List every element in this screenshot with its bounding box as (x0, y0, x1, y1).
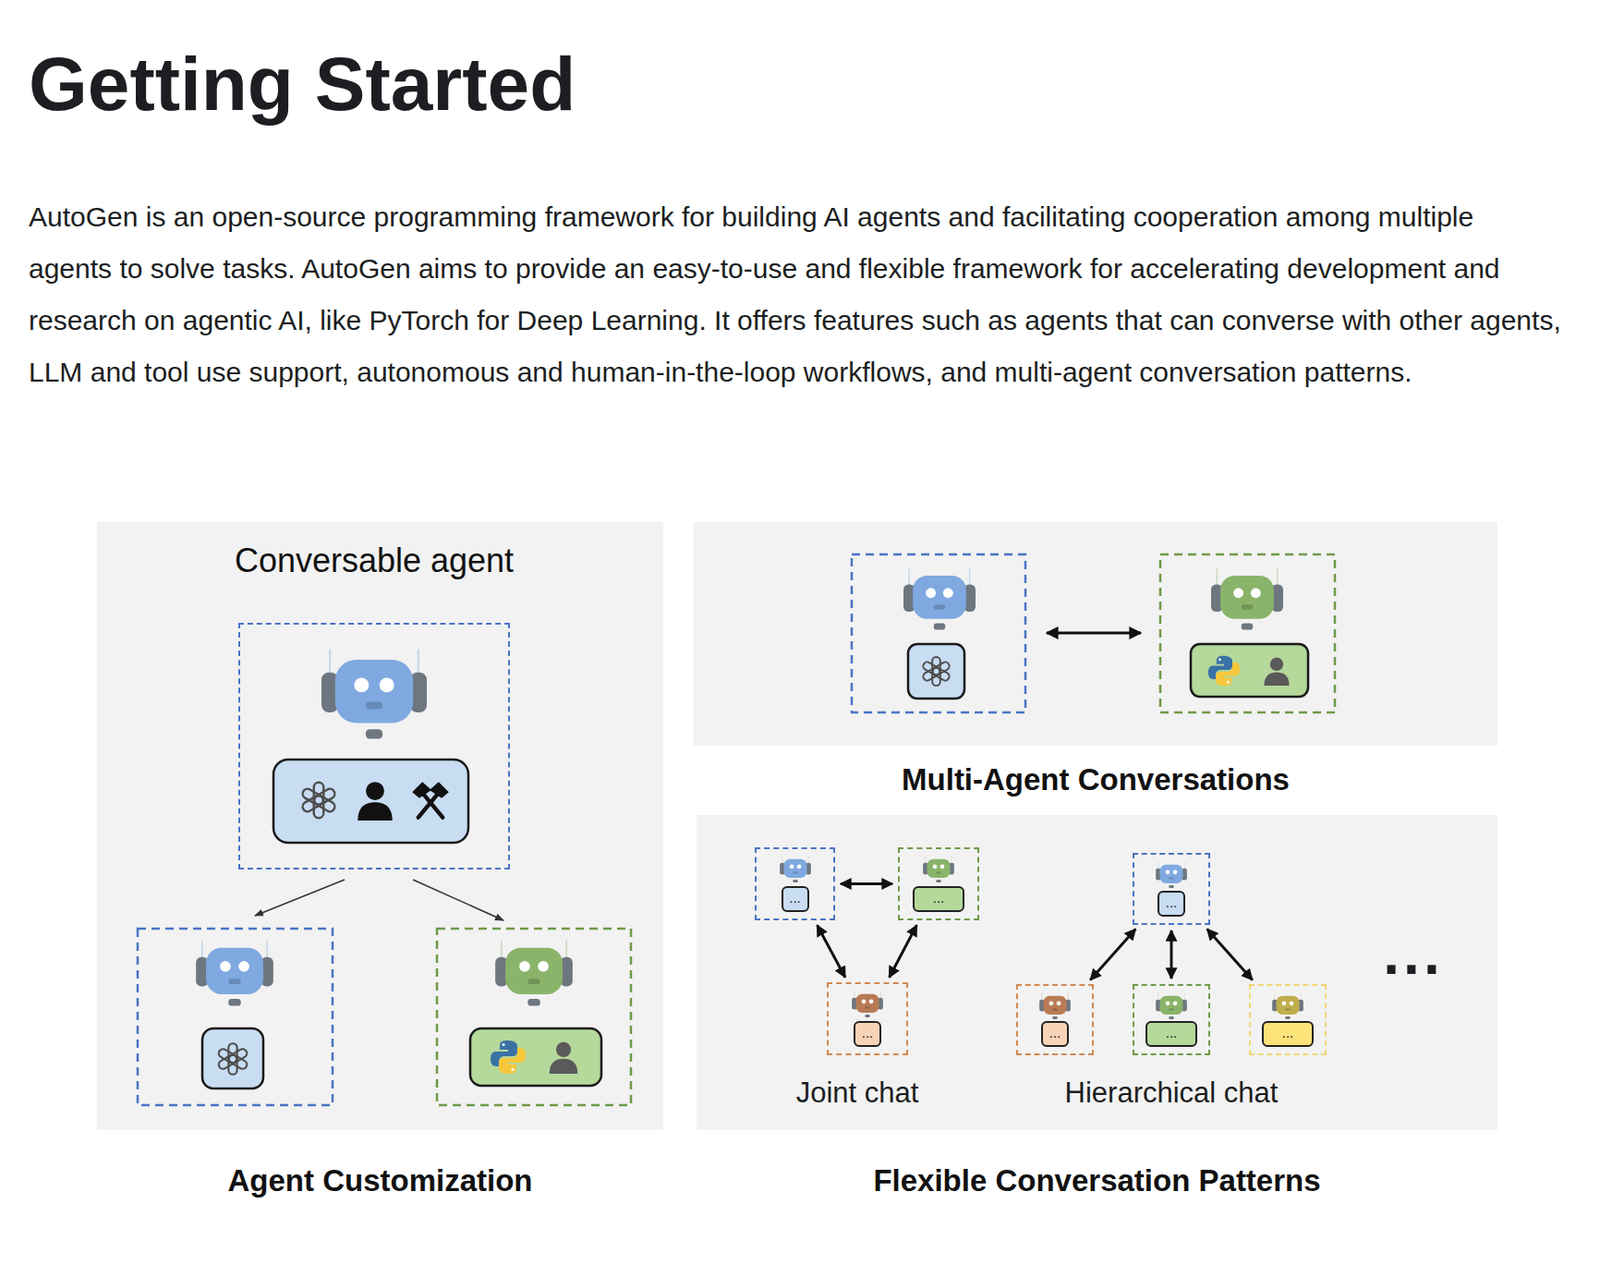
text-slot: ... (756, 885, 834, 912)
agent-box: ... (897, 847, 980, 921)
agent-heading: Conversable agent (234, 540, 514, 582)
message-chip: ... (1145, 1020, 1198, 1047)
pattern-label: Joint chat (796, 1076, 920, 1110)
text-slot: ... (1250, 1020, 1325, 1047)
agent-box: ... (826, 981, 909, 1055)
message-chip: ... (912, 885, 965, 912)
message-chip: ... (781, 885, 810, 912)
text-slot: Multi-Agent Conversations (509, 760, 1600, 799)
agent-box: ... (1248, 983, 1327, 1055)
agent-box: Conversable agent (238, 622, 510, 870)
text-slot: ... (828, 1020, 907, 1047)
label-slot: AutoGen is an open-source programming fr… (28, 191, 1563, 399)
text-slot: Flexible Conversation Patterns (511, 1161, 1600, 1200)
panel-caption: Agent Customization (228, 1161, 534, 1200)
text-slot: ... (899, 885, 978, 912)
ellipsis-mark: ... (1382, 923, 1443, 983)
agent-box: ... (1132, 852, 1211, 925)
agent-box: ... (754, 847, 836, 921)
message-chip: ... (1261, 1020, 1314, 1047)
message-chip: ... (853, 1020, 882, 1047)
message-chip: ... (1157, 890, 1186, 917)
section-panel: Conversable agentAgent Customization (96, 521, 664, 1130)
text-slot: ... (1134, 1020, 1209, 1047)
message-chip: ... (1041, 1020, 1069, 1047)
text-slot: ... (1018, 1020, 1092, 1047)
text-slot: Conversable agent (55, 540, 693, 582)
text-slot: ... (1134, 890, 1209, 917)
section-panel: Multi-Agent Conversations (693, 521, 1498, 746)
pattern-label: Hierarchical chat (1065, 1076, 1279, 1110)
page-title: Getting Started (28, 38, 576, 130)
agent-box: ... (1016, 983, 1094, 1055)
text-slot: Agent Customization (0, 1161, 849, 1200)
agent-box: ... (1132, 983, 1211, 1055)
intro-paragraph: AutoGen is an open-source programming fr… (28, 191, 1563, 399)
panel-caption: Multi-Agent Conversations (901, 760, 1290, 799)
panel-caption: Flexible Conversation Patterns (872, 1161, 1321, 1200)
title-slot: Getting Started (28, 38, 576, 130)
